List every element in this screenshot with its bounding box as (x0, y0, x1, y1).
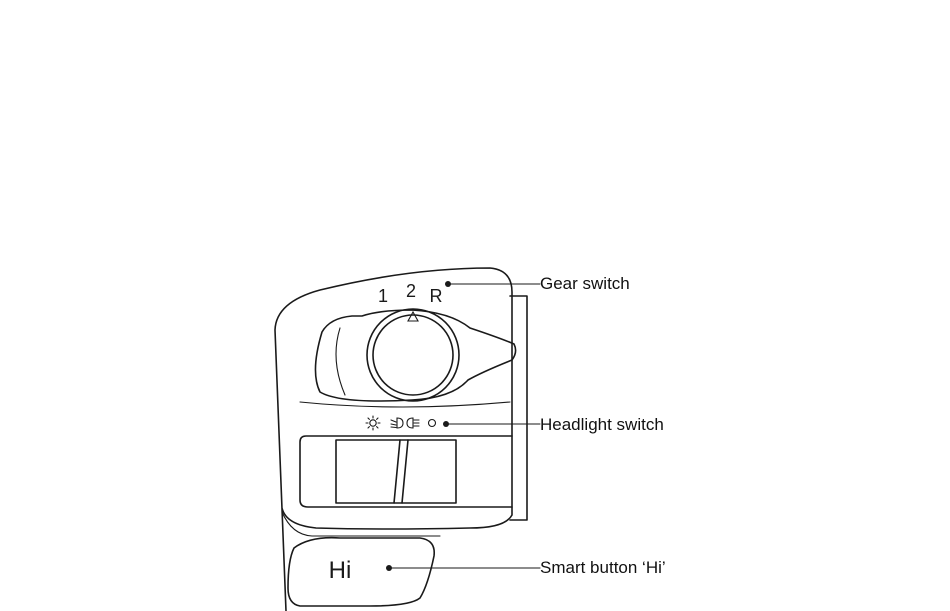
gear-position-2: 2 (406, 281, 416, 301)
gear-knob-inner (373, 315, 453, 395)
position-light-icon (366, 416, 380, 430)
gear-knob-outer (367, 309, 459, 401)
smart-button-hi[interactable] (288, 538, 434, 606)
headlight-rocker[interactable] (336, 440, 456, 503)
off-position-icon (429, 420, 436, 427)
headlight-switch-frame (300, 436, 512, 507)
gear-pointer-triangle (408, 312, 418, 321)
gear-switch-label: Gear switch (540, 275, 630, 292)
rocker-center-ridge (394, 440, 408, 503)
smart-button-callout-label: Smart button ‘Hi’ (540, 559, 666, 576)
dipped-beam-icon (391, 418, 403, 428)
gear-position-1: 1 (378, 286, 388, 306)
gear-position-r: R (430, 286, 443, 306)
gear-switch-lever-inner (336, 328, 345, 395)
housing-inner-line (282, 512, 440, 536)
headlight-symbols (366, 416, 436, 430)
gear-section-divider (300, 402, 510, 407)
smart-button-label: Hi (329, 557, 352, 584)
gear-switch-lever (315, 310, 515, 401)
headlight-switch-label: Headlight switch (540, 416, 664, 433)
main-beam-icon (407, 418, 419, 428)
